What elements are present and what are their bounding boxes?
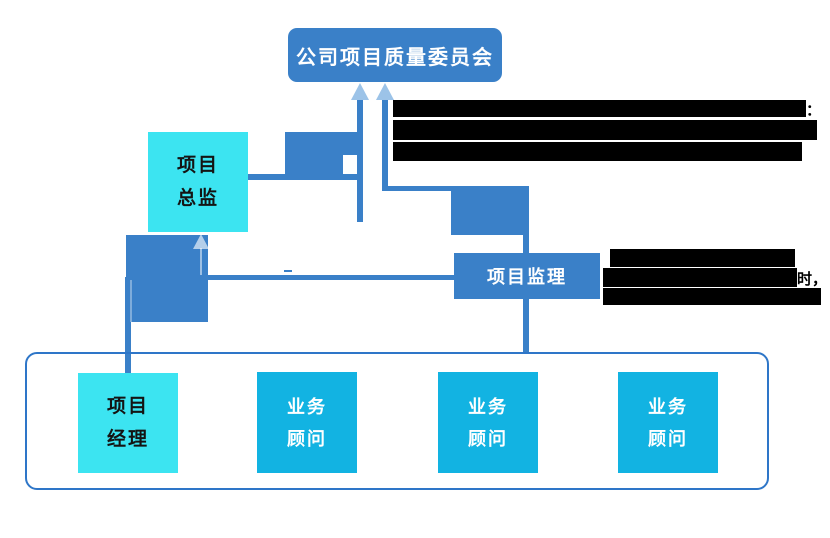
node-director: 项目 总监 — [148, 132, 248, 232]
arrow-stem-light — [200, 248, 202, 275]
node-consultant-3: 业务 顾问 — [618, 372, 718, 473]
node-committee-label: 公司项目质量委员会 — [296, 46, 494, 69]
node-consultant-1: 业务 顾问 — [257, 372, 357, 473]
connector-arrow1-stem — [357, 98, 363, 222]
arrow-up-icon — [193, 234, 209, 249]
node-supervisor-label: 项目监理 — [487, 267, 567, 287]
arrow-up-icon — [351, 83, 369, 100]
connector-left-to-supervisor — [126, 275, 454, 280]
redacted-text-fragment: ： — [806, 102, 822, 119]
redacted-text-line — [393, 100, 806, 117]
connector-arrow2-stem — [382, 98, 388, 188]
redacted-text-line — [603, 288, 821, 305]
redacted-text-line — [610, 249, 795, 267]
arrow-up-icon — [376, 83, 394, 100]
node-consultant-label: 业务 顾问 — [648, 396, 688, 449]
connector-manager-vertical — [125, 277, 131, 373]
blank-block-top — [285, 132, 343, 174]
node-consultant-label: 业务 顾问 — [468, 396, 508, 449]
redacted-text-line — [393, 142, 802, 161]
blank-block-middle — [451, 190, 527, 235]
node-director-label: 项目 总监 — [176, 155, 219, 209]
node-consultant-2: 业务 顾问 — [438, 372, 538, 473]
node-manager-label: 项目 经理 — [106, 396, 149, 450]
node-consultant-label: 业务 顾问 — [287, 396, 327, 449]
redacted-text-line — [393, 120, 817, 140]
node-supervisor: 项目监理 — [454, 253, 600, 299]
stray-dash — [284, 270, 292, 272]
node-manager: 项目 经理 — [78, 373, 178, 473]
connector-elbow-horizontal — [382, 186, 529, 191]
redacted-text-line — [603, 268, 797, 287]
light-seam — [130, 279, 132, 322]
node-committee: 公司项目质量委员会 — [288, 28, 502, 82]
connector-director-to-arrow — [248, 174, 363, 180]
redacted-text-fragment: 时， — [797, 271, 828, 288]
team-container — [25, 352, 769, 490]
